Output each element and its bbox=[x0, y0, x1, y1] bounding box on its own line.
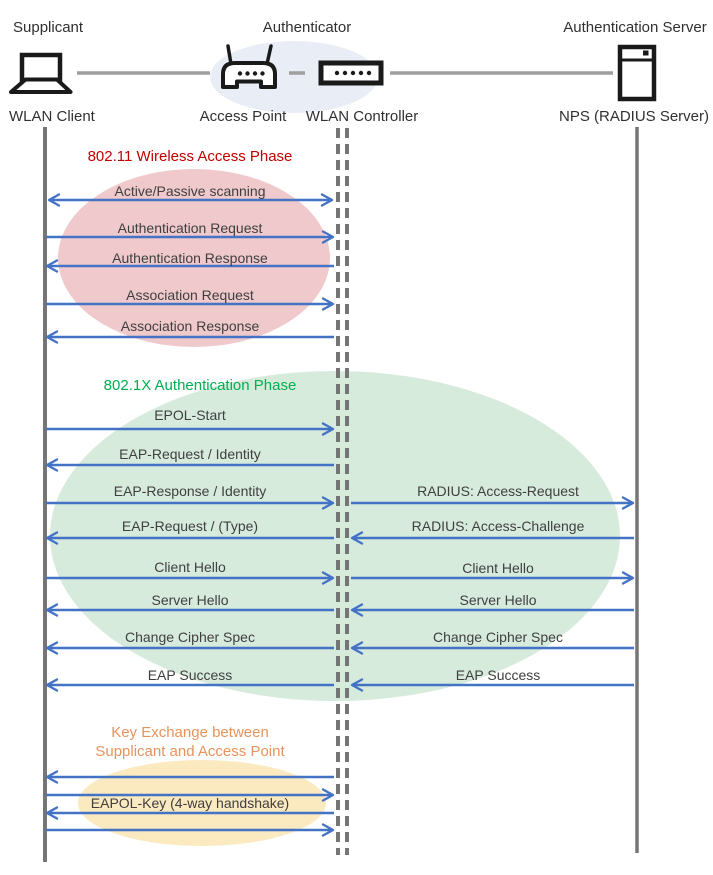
label-client-hello-right: Client Hello bbox=[462, 560, 534, 576]
role-authenticator: Authenticator bbox=[262, 19, 352, 36]
label-server-hello-left: Server Hello bbox=[151, 592, 229, 608]
label-radius-access-challenge: RADIUS: Access-Challenge bbox=[411, 518, 585, 534]
phase3-title-line2: Supplicant and Access Point bbox=[95, 743, 285, 760]
role-supplicant: Supplicant bbox=[13, 19, 84, 36]
phase2-title: 802.1X Authentication Phase bbox=[103, 377, 297, 394]
node-wlan-controller: WLAN Controller bbox=[305, 108, 419, 125]
label-eapol-key: EAPOL-Key (4-way handshake) bbox=[90, 795, 290, 811]
label-auth-request: Authentication Request bbox=[117, 220, 263, 236]
node-access-point: Access Point bbox=[199, 108, 287, 125]
phase2-ellipse bbox=[50, 371, 620, 701]
label-radius-access-request: RADIUS: Access-Request bbox=[417, 483, 579, 499]
label-eap-success-left: EAP Success bbox=[147, 667, 233, 683]
label-eap-request-type: EAP-Request / (Type) bbox=[121, 518, 259, 534]
phase3-title-line1: Key Exchange between bbox=[111, 724, 269, 741]
authenticator-ellipse bbox=[210, 41, 378, 113]
label-assoc-response: Association Response bbox=[120, 318, 260, 334]
label-assoc-request: Association Request bbox=[126, 287, 254, 303]
access-point-icon bbox=[221, 44, 277, 89]
label-client-hello-left: Client Hello bbox=[154, 559, 226, 575]
label-change-cipher-left: Change Cipher Spec bbox=[125, 629, 255, 645]
phase3-title: Key Exchange between Supplicant and Acce… bbox=[60, 723, 320, 761]
label-eap-success-right: EAP Success bbox=[455, 667, 541, 683]
phase1-title: 802.11 Wireless Access Phase bbox=[87, 148, 293, 165]
label-scanning: Active/Passive scanning bbox=[114, 183, 266, 199]
phase1-ellipse bbox=[58, 169, 330, 347]
label-auth-response: Authentication Response bbox=[112, 250, 268, 266]
server-icon bbox=[617, 44, 657, 102]
label-server-hello-right: Server Hello bbox=[459, 592, 537, 608]
role-authentication-server: Authentication Server bbox=[563, 19, 707, 36]
label-change-cipher-right: Change Cipher Spec bbox=[433, 629, 563, 645]
label-epol-start: EPOL-Start bbox=[154, 407, 226, 423]
label-eap-request-identity: EAP-Request / Identity bbox=[119, 446, 261, 462]
phase3-ellipse bbox=[78, 760, 326, 846]
node-wlan-client: WLAN Client bbox=[9, 108, 95, 125]
label-eap-response-identity: EAP-Response / Identity bbox=[113, 483, 267, 499]
node-nps: NPS (RADIUS Server) bbox=[558, 108, 710, 125]
laptop-icon bbox=[9, 52, 73, 94]
wlan-controller-icon bbox=[318, 60, 384, 86]
